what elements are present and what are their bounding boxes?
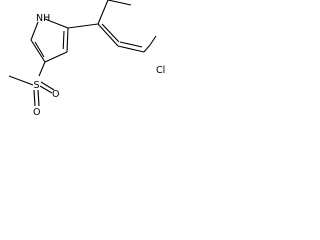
bond-ar6-ar5-inner <box>119 41 143 48</box>
bond-c3-c4 <box>44 51 68 63</box>
bond-ar2-ar3 <box>107 0 132 6</box>
bond-s-o-bottom-2 <box>37 89 40 107</box>
bond-s-o-top <box>40 81 55 91</box>
chemical-structure: NH S O O Cl <box>8 0 165 118</box>
bond-c3-aryl <box>67 23 99 29</box>
benzene-ring <box>97 0 151 53</box>
atom-label-nh: NH <box>36 13 50 24</box>
pyrrole-ring <box>30 18 69 63</box>
bond-ar6-ar5 <box>117 45 145 53</box>
methylsulfonyl-group <box>8 61 55 107</box>
atom-label-o-top: O <box>52 89 59 100</box>
bond-c2-c3-inner <box>62 30 65 50</box>
bond-s-o-bottom <box>33 89 36 107</box>
bond-ar1-ar6-inner <box>101 23 120 43</box>
bond-c4-c5 <box>30 39 46 63</box>
bond-c5-n1 <box>30 21 39 41</box>
bond-c2-c3 <box>66 27 69 53</box>
bond-s-methyl <box>8 75 34 86</box>
bond-ar1-ar6 <box>97 23 119 47</box>
bond-c4-s <box>38 61 46 77</box>
atom-label-s: S <box>34 80 40 91</box>
atom-label-o-bottom: O <box>33 107 40 118</box>
bond-ar4-cl <box>149 35 157 46</box>
bond-s-o-top-2 <box>39 85 53 94</box>
bond-ar1-ar2 <box>97 0 109 25</box>
bond-ar5-ar4 <box>143 44 151 53</box>
atom-label-cl: Cl <box>156 65 165 76</box>
bond-c4-c5-inner <box>34 41 45 58</box>
bond-n1-c2 <box>44 18 69 29</box>
